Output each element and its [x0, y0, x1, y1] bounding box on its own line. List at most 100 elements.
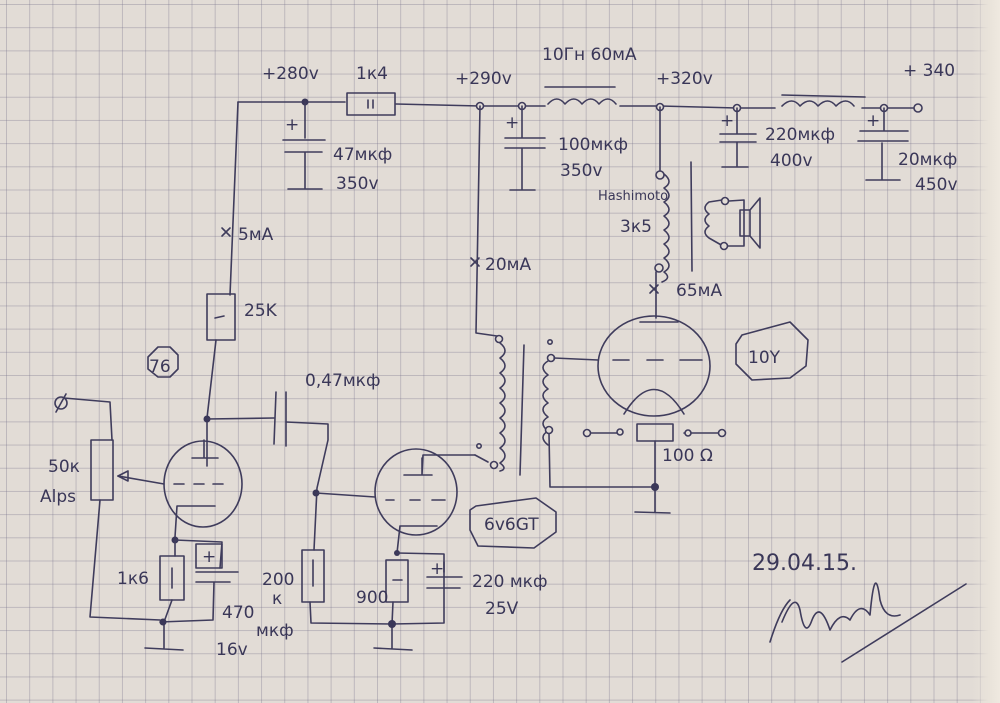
speaker-icon [727, 197, 761, 249]
cap-100uf [504, 105, 546, 191]
tube-6v6gt [374, 448, 458, 536]
phase-dot [475, 442, 482, 449]
wire [474, 454, 489, 463]
node [655, 170, 665, 180]
plus-sign: + [505, 113, 519, 133]
tube-10y [597, 315, 711, 417]
label-1k4: 1к4 [356, 64, 388, 84]
plate-resistor-25k [206, 293, 236, 341]
choke2-core [781, 94, 866, 98]
label-25v: 25V [485, 599, 519, 619]
input-jack-icon [54, 396, 68, 410]
label-cap1-value: 47мкф [333, 145, 392, 165]
phase-dot [546, 338, 553, 345]
label-470: 470 [222, 603, 254, 623]
output-stage: Hashimoto 3к5 65мA 100 Ω 10Y [582, 106, 809, 514]
label-cap3-value: 220мкф [765, 125, 835, 145]
stage2-b-plus-wire [475, 105, 498, 337]
tube-label-frame [735, 321, 809, 381]
tube-76-electrodes [173, 439, 224, 538]
junction [388, 620, 396, 628]
label-tube-76: 76 [149, 357, 171, 377]
paper-edge [972, 0, 1000, 703]
junction [159, 618, 167, 626]
label-340: + 340 [903, 61, 955, 81]
label-cap4-value: 20мкф [898, 150, 957, 170]
label-tube-10y: 10Y [748, 348, 781, 368]
transformer-core [519, 344, 525, 476]
node [719, 241, 729, 251]
resistor-mark [367, 99, 374, 109]
junction [651, 483, 659, 491]
plus-sign: + [202, 547, 216, 567]
stage1: 5мA 25K 0,47мкф 76 ⌀ 50к Alps 1к6 + [40, 101, 380, 660]
label-tube-6v6gt: 6v6GT [484, 515, 539, 535]
plus-sign: + [285, 115, 299, 135]
node [616, 428, 624, 436]
node [544, 425, 554, 435]
cathode-resistor-900 [385, 559, 409, 603]
wiper-arrow [117, 470, 129, 482]
signature-scribble [769, 582, 901, 643]
node [494, 334, 504, 344]
coupling-cap [273, 391, 287, 447]
grid-wire [117, 475, 165, 485]
node [684, 429, 692, 437]
interstage-primary [499, 342, 506, 472]
grid-wire-10y [553, 357, 599, 361]
rail-wire-320 [619, 105, 776, 109]
plus-sign: + [866, 111, 880, 131]
cathode-cap-plus-box [195, 543, 223, 569]
label-220uf: 220 мкф [472, 572, 547, 592]
label-65ma: 65мA [676, 281, 722, 301]
node [489, 460, 499, 470]
current-mark [649, 284, 659, 294]
rail-wire-290 [395, 103, 546, 107]
label-alps: Alps [40, 487, 76, 507]
choke2 [781, 100, 855, 107]
label-1k6: 1к6 [117, 569, 149, 589]
input-terminal [55, 393, 67, 413]
plus-sign: + [430, 559, 444, 579]
label-280v: +280v [262, 64, 319, 84]
signature-block: 29.04.15. [752, 551, 967, 663]
label-cap3-voltage: 400v [770, 151, 813, 171]
tube-10y-electrodes [612, 321, 703, 361]
current-mark [470, 257, 480, 267]
signature-underline [841, 583, 967, 663]
label-047uf: 0,47мкф [305, 371, 380, 391]
cap-220uf [719, 107, 757, 168]
filament-resistor-100 [636, 423, 674, 442]
input-wire [63, 397, 113, 441]
label-100ohm: 100 Ω [662, 446, 713, 466]
cathode-wire [174, 539, 223, 569]
stage2: 200 к 900 + 220 мкф 25V 6v6GT 20мA [262, 105, 656, 651]
label-5ma: 5мA [238, 225, 274, 245]
coupling-wire [206, 417, 329, 551]
label-320v: +320v [656, 69, 713, 89]
label-25k: 25K [244, 301, 278, 321]
filament-terminal [582, 428, 592, 438]
label-cap2-voltage: 350v [560, 161, 603, 181]
stage1-b-plus-wire [229, 101, 239, 296]
tube-6v6gt-electrodes [385, 454, 476, 554]
supply-rail: +280v 1к4 +290v 10Гн 60мA +320v + 340 + … [237, 45, 958, 195]
filament [623, 388, 685, 415]
cap-20uf [857, 107, 909, 181]
label-k: к [272, 589, 282, 609]
label-date: 29.04.15. [752, 551, 857, 576]
plus-sign: + [720, 111, 734, 131]
cathode-cap [426, 576, 463, 589]
return-wire [548, 433, 656, 488]
label-uf: мкф [256, 621, 294, 641]
tube-label-frame [147, 346, 179, 378]
plate-wire [206, 339, 217, 467]
label-20ma: 20мA [485, 255, 531, 275]
pot-ground-wire [89, 499, 161, 621]
label-16v: 16v [216, 640, 248, 660]
label-900: 900 [356, 588, 388, 608]
label-choke1: 10Гн 60мA [542, 45, 637, 65]
grid-resistor-200k [301, 549, 325, 603]
ot-secondary [704, 199, 724, 247]
